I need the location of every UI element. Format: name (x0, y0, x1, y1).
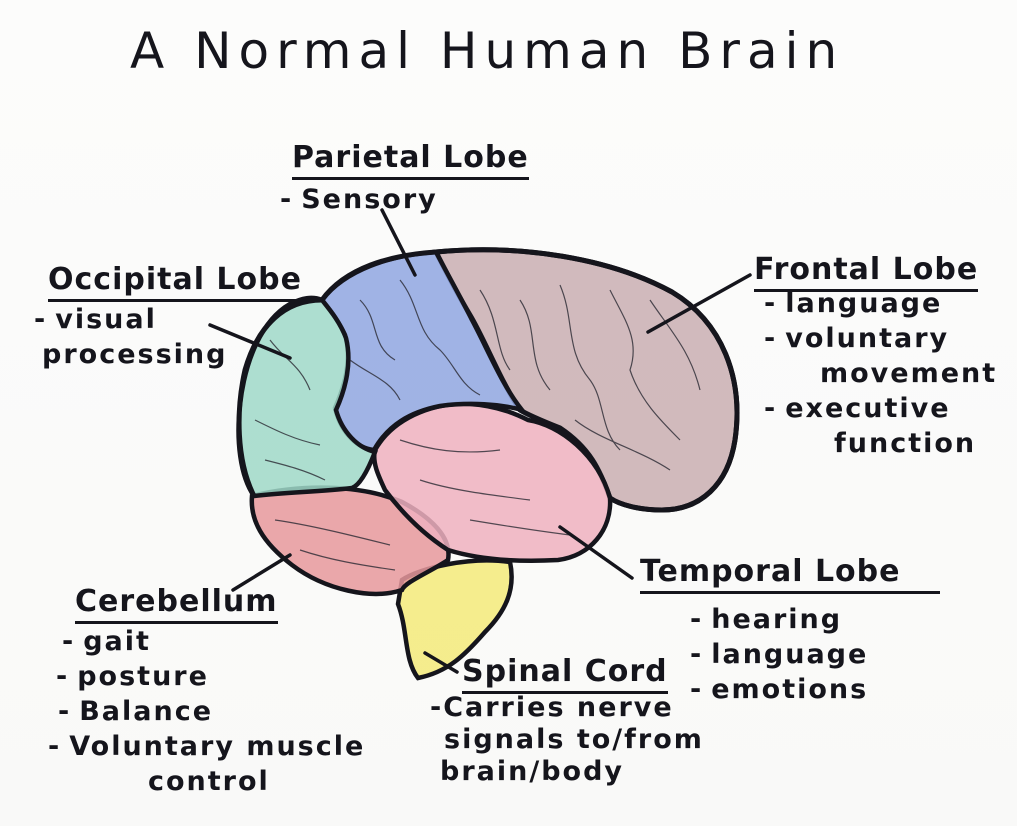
parietal-lobe-functions: -Sensory (280, 182, 438, 217)
list-item: -hearing (690, 604, 843, 635)
spinal-cord-leader-line (423, 651, 459, 674)
page-title: A Normal Human Brain (130, 22, 845, 80)
spinal-cord-line: signals to/from (444, 724, 704, 755)
list-item: -Sensory (280, 184, 438, 215)
list-item: -language (690, 639, 869, 670)
spinal-cord-line: brain/body (440, 756, 625, 787)
cerebellum-functions: -gait -posture -Balance -Voluntary muscl… (48, 624, 365, 799)
temporal-lobe-functions: -hearing -language -emotions (690, 602, 868, 707)
occipital-lobe-functions: -visual processing (34, 302, 227, 372)
cerebellum-heading: Cerebellum (75, 584, 278, 624)
list-item: control (148, 766, 270, 797)
cerebellum-region (249, 485, 451, 597)
leader-lines (208, 208, 752, 674)
list-item: movement (820, 358, 998, 389)
temporal-leader-line (558, 525, 634, 580)
list-item: function (834, 428, 977, 459)
frontal-lobe-functions: -language -voluntary movement -executive… (764, 286, 997, 461)
list-item: -voluntary (764, 323, 950, 354)
brain-outline (236, 247, 740, 513)
cerebellum-leader-line (231, 553, 292, 592)
spinal-cord-line: -Carries nerve (430, 692, 674, 723)
occipital-lobe-heading: Occipital Lobe (48, 262, 302, 302)
list-item: -gait (62, 626, 151, 657)
list-item: -language (764, 288, 943, 319)
list-item: -Balance (58, 696, 214, 727)
list-item: -executive (764, 393, 951, 424)
spinal-cord-description: -Carries nerve signals to/from brain/bod… (430, 692, 704, 788)
spinal-cord-heading: Spinal Cord (462, 654, 668, 694)
parietal-leader-line (380, 208, 417, 277)
list-item: -emotions (690, 674, 869, 705)
occipital-leader-line (208, 323, 292, 360)
frontal-lobe-heading: Frontal Lobe (754, 252, 979, 292)
temporal-lobe-heading: Temporal Lobe (640, 554, 940, 594)
spinal-cord-region (395, 558, 514, 681)
frontal-leader-line (646, 273, 752, 334)
parietal-lobe-heading: Parietal Lobe (292, 140, 529, 180)
gyri-lines (254, 279, 701, 571)
list-item: processing (42, 339, 228, 370)
list-item: -Voluntary muscle (48, 731, 366, 762)
list-item: -posture (56, 661, 209, 692)
list-item: -visual (34, 304, 157, 335)
